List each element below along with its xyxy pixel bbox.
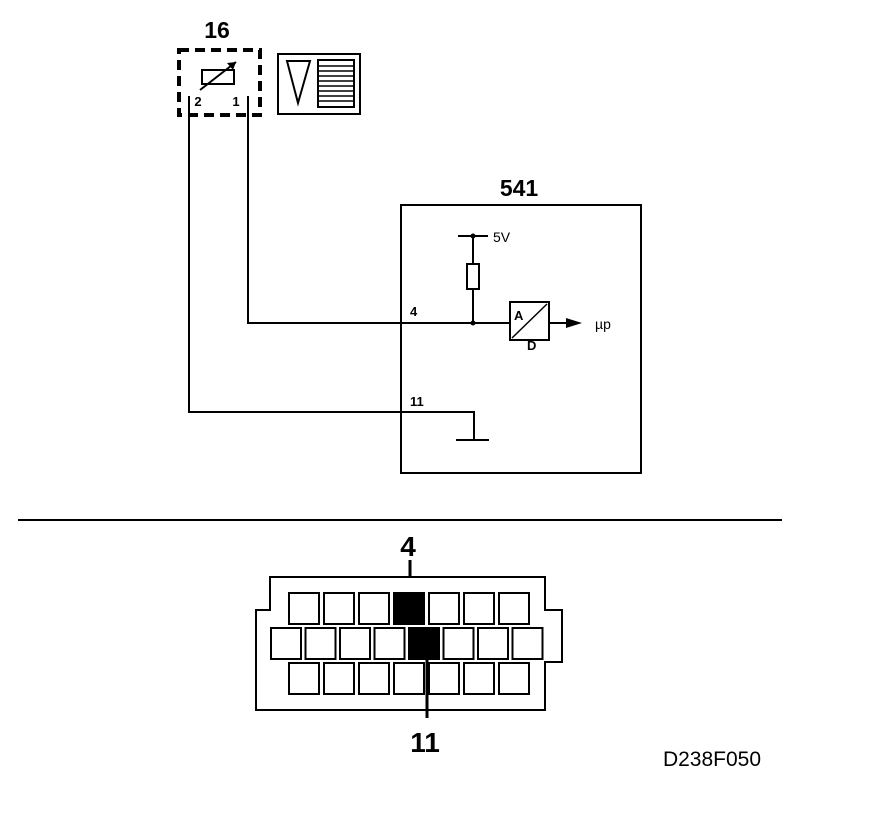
supply-voltage-label: 5V: [493, 229, 511, 245]
junction-node: [470, 320, 476, 326]
connector-cavity: [339, 627, 371, 660]
connector-cavity: [463, 662, 495, 695]
connector-cells: [270, 592, 544, 695]
sensor-pin-left: 2: [194, 94, 201, 109]
ecu-box: [400, 204, 642, 474]
connector-pin-label-bottom: 11: [410, 727, 440, 758]
connector-cavity: [477, 627, 509, 660]
sensor-dashed-box: [177, 48, 262, 117]
potentiometer-arrow-icon: [227, 62, 236, 70]
connector-cavity: [373, 627, 406, 660]
sensor-wires: [188, 96, 510, 440]
connector-cavity: [498, 662, 530, 695]
output-label: µp: [595, 316, 611, 332]
sensor-16: 16 2 1: [177, 17, 262, 117]
connector-cavity: [288, 592, 320, 625]
connector-cavity: [511, 627, 544, 660]
ecu-541: 541 5V 4 11 A D µp: [400, 175, 642, 474]
connector-cavity: [270, 627, 302, 660]
connector-cavity-used: [393, 592, 425, 625]
connector-cavity: [323, 592, 355, 625]
connector-cavity-used: [408, 627, 440, 660]
connector-cavity: [304, 627, 337, 660]
connector-cavity: [498, 592, 530, 625]
sensor-pin-right: 1: [232, 94, 239, 109]
pullup-resistor-icon: [466, 263, 480, 290]
connector-cavity: [428, 662, 460, 695]
connector-pin-label-top: 4: [400, 531, 416, 562]
connector-cavity: [393, 662, 425, 695]
connector-cavity: [358, 662, 390, 695]
connector-cavity: [288, 662, 320, 695]
ground-wire: [188, 96, 475, 440]
connector-cavity: [323, 662, 355, 695]
ecu-id-label: 541: [500, 175, 539, 201]
adc-label-a: A: [514, 308, 524, 323]
signal-wire: [247, 96, 510, 324]
connector-cavity: [428, 592, 460, 625]
adc-label-d: D: [527, 338, 536, 353]
ecu-pin-signal: 4: [410, 304, 418, 319]
potentiometer-icon: [201, 69, 235, 85]
connector-cavity: [358, 592, 390, 625]
sensor-id-label: 16: [204, 17, 230, 43]
potentiometer-wiper: [199, 61, 237, 91]
figure-code: D238F050: [663, 748, 761, 771]
connector-cavity: [442, 627, 475, 660]
ecu-pin-ground: 11: [410, 394, 424, 409]
connector-cavity: [463, 592, 495, 625]
level-symbol-icon: [277, 53, 361, 115]
output-arrow-icon: [566, 318, 582, 328]
connector-view: 4 11: [255, 531, 563, 758]
